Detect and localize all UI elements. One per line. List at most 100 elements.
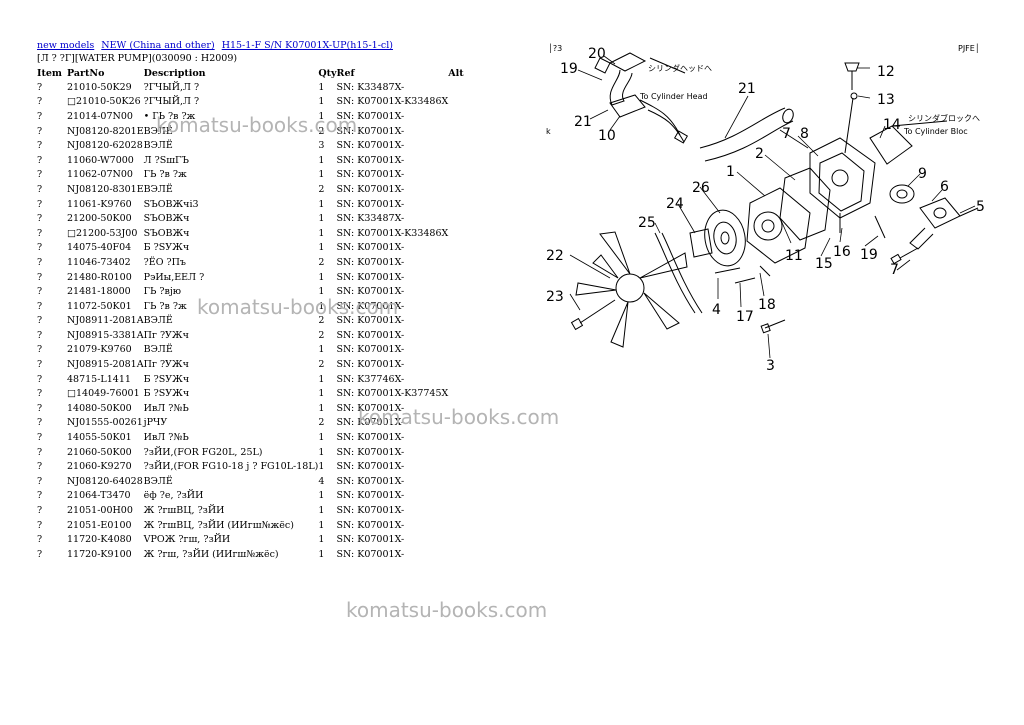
cell-qty: 1	[318, 169, 325, 181]
callout-3: 3	[766, 358, 775, 374]
water-outlet-14	[869, 120, 948, 165]
cell-item: ?	[37, 110, 43, 122]
callout-6: 6	[940, 179, 949, 195]
cell-alt	[448, 445, 478, 460]
cell-ref: SN: K07001X-K33486X	[336, 96, 449, 108]
cell-item: ?	[37, 96, 43, 108]
to-cylinder-head-jp: シリンダヘッドへ	[648, 63, 712, 73]
cell-item: ?	[37, 286, 43, 298]
flange-9	[889, 184, 915, 204]
cell-qty: 1	[318, 373, 325, 385]
cell-partno: 21010-50K29	[67, 81, 132, 93]
cell-ref: SN: K33487X-	[336, 213, 405, 225]
cell-qty: 1	[318, 213, 325, 225]
cell-alt	[448, 284, 478, 299]
cell-description: ГЬ ?в ?ж	[143, 300, 187, 312]
cell-qty: 1	[318, 300, 325, 312]
cell-description: ИвЛ ?№Ь	[143, 432, 189, 444]
cell-partno: NJ01555-00261	[67, 417, 143, 429]
cell-ref: SN: K07001X-	[336, 286, 405, 298]
cell-item: ?	[37, 432, 43, 444]
cell-item: ?	[37, 490, 43, 502]
cell-description: SЪОВЖч	[143, 213, 190, 225]
cell-alt	[448, 124, 478, 139]
breadcrumb-link-new-models[interactable]: new models	[37, 40, 95, 51]
watermark: komatsu-books.com	[156, 113, 358, 137]
diagram-stray-mark: k	[546, 127, 551, 136]
cell-description: SЪОВЖчі3	[143, 198, 199, 210]
callout-8: 8	[800, 126, 809, 142]
cell-description: ВЭЛЁ	[143, 315, 173, 327]
cell-qty: 1	[318, 446, 325, 458]
cell-partno: NJ08120-62028	[67, 140, 143, 152]
cell-partno: NJ08120-64028	[67, 475, 143, 487]
cell-item: ?	[37, 329, 43, 341]
cell-ref: SN: K07001X-	[336, 140, 405, 152]
cell-description: ГЬ ?вјю	[143, 286, 182, 298]
cell-partno: NJ08120-8201E	[67, 125, 144, 137]
bolt-7	[890, 247, 919, 265]
callout-4: 4	[712, 302, 721, 318]
cell-partno: 11061-K9760	[67, 198, 132, 210]
cell-item: ?	[37, 417, 43, 429]
cell-partno: 11720-K9100	[67, 548, 132, 560]
cell-item: ?	[37, 475, 43, 487]
column-header-alt: Alt	[448, 67, 464, 79]
cell-alt	[448, 459, 478, 474]
callout-26: 26	[692, 180, 710, 196]
breadcrumb-link-new-china[interactable]: NEW (China and other)	[101, 40, 215, 51]
cell-partno: 21064-T3470	[67, 490, 131, 502]
cell-qty: 1	[318, 505, 325, 517]
cell-alt	[448, 211, 478, 226]
cell-alt	[448, 518, 478, 533]
cell-qty: 1	[318, 227, 325, 239]
cell-partno: 21079-K9760	[67, 344, 132, 356]
cell-alt	[448, 109, 478, 124]
callout-14: 14	[883, 117, 901, 133]
cell-item: ?	[37, 169, 43, 181]
cell-description: ВЭЛЁ	[143, 344, 173, 356]
watermark: komatsu-books.com	[197, 295, 399, 319]
cell-partno: 14055-50K01	[67, 432, 132, 444]
cell-description: Пг ?УЖч	[143, 329, 189, 341]
cell-partno: 11720-K4080	[67, 534, 132, 546]
cell-qty: 1	[318, 154, 325, 166]
cell-partno: 21060-50K00	[67, 446, 132, 458]
callout-19: 19	[860, 247, 878, 263]
cell-partno: NJ08911-2081A	[67, 315, 144, 327]
cell-ref: SN: K07001X-	[336, 271, 405, 283]
cell-description: ёф ?е, ?зЙИ	[143, 490, 204, 502]
cell-item: ?	[37, 183, 43, 195]
cell-item: ?	[37, 198, 43, 210]
cell-alt	[448, 430, 478, 445]
breadcrumb-link-model[interactable]: H15-1-F S/N K07001X-UP(h15-1-cl)	[221, 40, 393, 51]
cell-ref: SN: K07001X-	[336, 154, 405, 166]
cell-item: ?	[37, 402, 43, 414]
cell-ref: SN: K07001X-	[336, 198, 405, 210]
cell-description: ГЬ ?в ?ж	[143, 169, 187, 181]
cell-partno: 21481-18000	[67, 286, 131, 298]
callout-21-lower: 21	[574, 114, 592, 130]
cell-alt	[448, 241, 478, 256]
bolt-24	[570, 299, 616, 331]
bypass-fitting-upper	[594, 52, 686, 106]
cell-partno: 11062-07N00	[67, 169, 133, 181]
cell-ref: SN: K07001X-K37745X	[336, 388, 449, 400]
cell-ref: SN: K07001X-	[336, 505, 405, 517]
cell-ref: SN: K07001X-K33486X	[336, 227, 449, 239]
page-subtitle: [Л ? ?Г][WATER PUMP](030090 : H2009)	[37, 53, 238, 64]
cell-description: SЪОВЖч	[143, 227, 190, 239]
column-header-ref: Ref	[336, 67, 355, 79]
cell-qty: 3	[318, 140, 325, 152]
cell-ref: SN: K07001X-	[336, 329, 405, 341]
cell-qty: 2	[318, 329, 325, 341]
